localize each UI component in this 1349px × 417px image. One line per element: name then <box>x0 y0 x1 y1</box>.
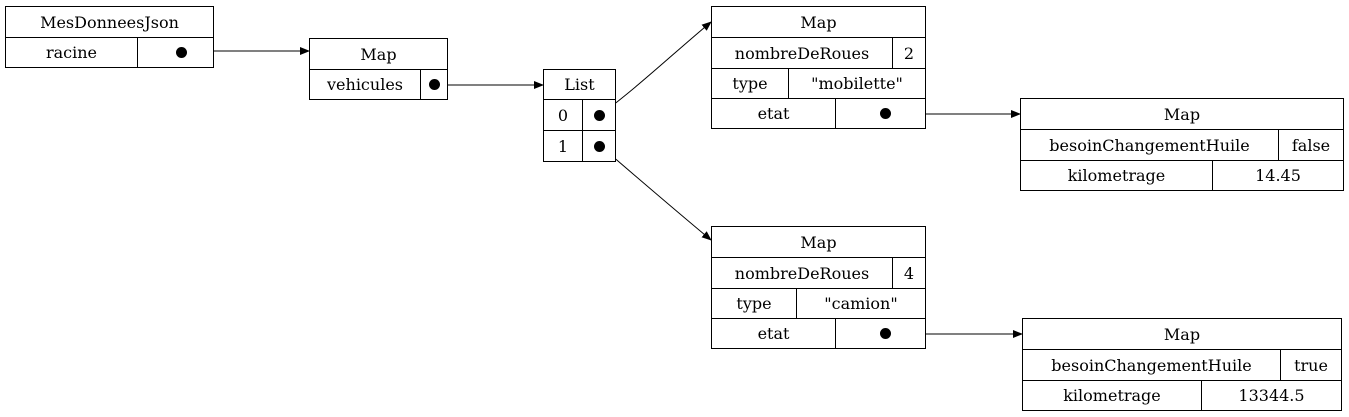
node-map-etat-1: Map besoinChangementHuile true kilometra… <box>1022 318 1342 411</box>
node-title: Map <box>800 12 837 32</box>
pointer-port <box>835 99 925 128</box>
field-key: type <box>736 294 772 313</box>
pointer-dot-icon <box>593 109 605 121</box>
field-key: besoinChangementHuile <box>1051 355 1252 375</box>
node-map-vehicle-0: Map nombreDeRoues 2 type "mobilette" eta… <box>711 6 926 129</box>
node-title: List <box>564 75 595 94</box>
node-mesdonneesjson: MesDonneesJson racine <box>5 6 214 68</box>
field-key: besoinChangementHuile <box>1049 135 1250 155</box>
pointer-port <box>582 131 615 161</box>
edge-list1-to-map <box>603 148 712 241</box>
node-title: Map <box>360 44 397 64</box>
list-index-1: 1 <box>557 136 569 156</box>
pointer-port <box>582 100 615 130</box>
field-value: false <box>1278 130 1343 160</box>
node-title: Map <box>800 232 837 252</box>
field-key: nombreDeRoues <box>734 263 870 283</box>
node-map-vehicules: Map vehicules <box>309 38 448 100</box>
field-key: kilometrage <box>1063 386 1161 405</box>
field-value: "camion" <box>796 289 925 318</box>
pointer-dot-icon <box>880 328 891 339</box>
node-title: Map <box>1163 104 1201 124</box>
pointer-dot-icon <box>428 79 440 90</box>
pointer-port <box>835 319 925 348</box>
field-key: etat <box>757 104 790 123</box>
node-map-vehicle-1: Map nombreDeRoues 4 type "camion" etat <box>711 226 926 349</box>
pointer-dot-icon <box>176 47 187 58</box>
pointer-dot-icon <box>880 108 891 119</box>
field-key: kilometrage <box>1067 166 1166 185</box>
node-title: MesDonneesJson <box>40 12 179 32</box>
field-key: type <box>732 74 768 93</box>
field-key: nombreDeRoues <box>734 43 870 63</box>
field-value: 13344.5 <box>1201 381 1341 410</box>
list-index-0: 0 <box>557 105 569 125</box>
field-value: 14.45 <box>1212 161 1343 190</box>
field-key-racine: racine <box>45 43 98 62</box>
field-key-vehicules: vehicules <box>327 75 403 94</box>
field-key: etat <box>757 324 790 343</box>
field-value: 4 <box>892 258 925 288</box>
pointer-port <box>137 38 213 67</box>
field-value: 2 <box>892 38 925 68</box>
field-value: true <box>1280 350 1341 380</box>
pointer-port <box>420 70 447 99</box>
node-title: Map <box>1163 324 1201 344</box>
pointer-dot-icon <box>593 140 605 152</box>
field-value: "mobilette" <box>788 69 925 98</box>
node-list: List 0 1 <box>543 69 616 162</box>
edge-list0-to-map <box>603 21 712 113</box>
node-map-etat-0: Map besoinChangementHuile false kilometr… <box>1020 98 1344 191</box>
